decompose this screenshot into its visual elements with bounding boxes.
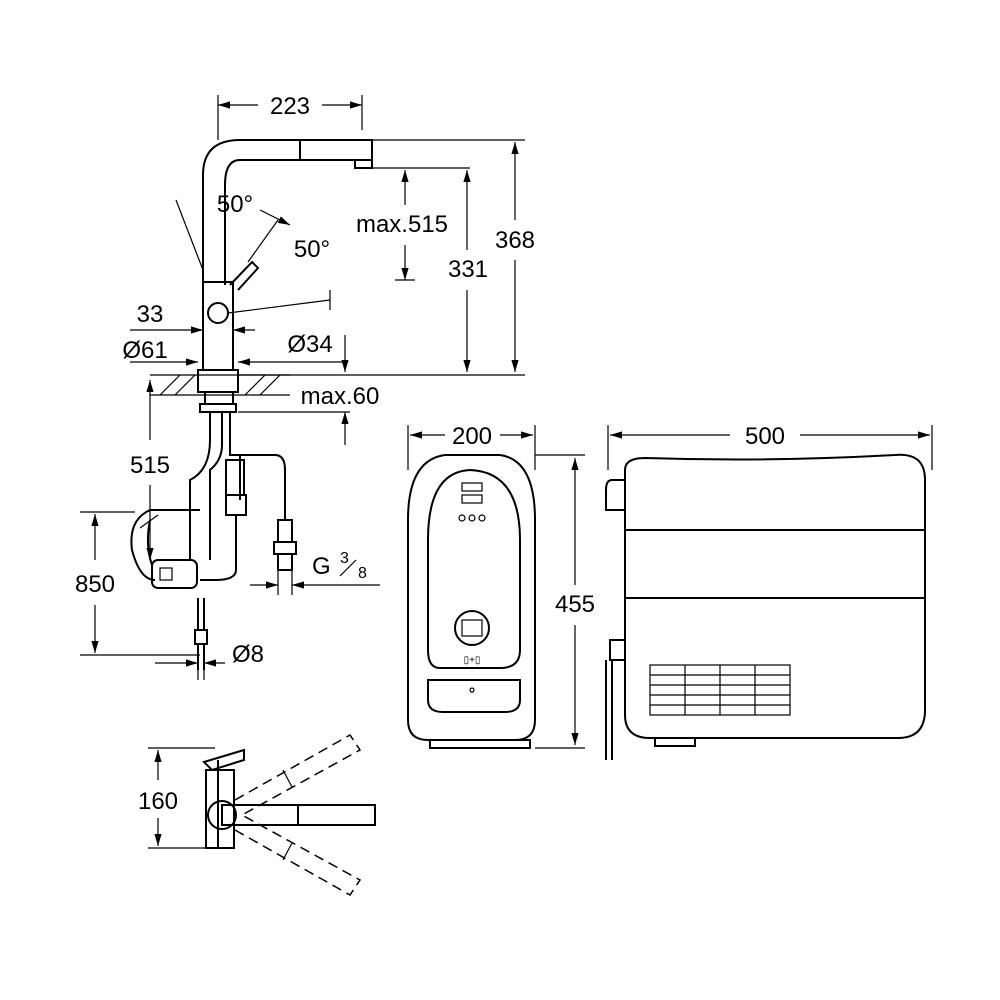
label-thread-den: 8 <box>358 565 367 582</box>
label-455: 455 <box>555 591 595 618</box>
label-thread-num: 3 <box>340 550 349 567</box>
label-dia-61: Ø61 <box>122 337 167 364</box>
label-angle-right: 50° <box>294 236 330 263</box>
label-angle-left: 50° <box>217 191 253 218</box>
unit-front-dimension-lines <box>407 425 585 749</box>
label-200: 200 <box>452 423 492 450</box>
unit-side-dimension-lines <box>607 425 933 470</box>
unit-front-view: ▯+▯ <box>407 454 536 749</box>
label-368: 368 <box>495 227 535 254</box>
label-331: 331 <box>448 256 488 283</box>
label-500: 500 <box>745 423 785 450</box>
label-dia-34: Ø34 <box>287 331 332 358</box>
label-dia-8: Ø8 <box>232 641 264 668</box>
vent-grille <box>649 664 791 716</box>
faucet-dimension-lines <box>80 95 525 680</box>
faucet-top-view <box>202 734 376 896</box>
label-33: 33 <box>137 301 164 328</box>
unit-side-view <box>605 453 926 760</box>
label-thread-g: G <box>312 553 331 580</box>
label-850: 850 <box>75 571 115 598</box>
label-max-515: max.515 <box>356 211 448 238</box>
label-hose-515: 515 <box>130 452 170 479</box>
label-223: 223 <box>270 93 310 120</box>
label-max-60: max.60 <box>301 383 380 410</box>
glass-icons: ▯+▯ <box>464 655 481 666</box>
top-view-dimension-lines <box>148 747 215 849</box>
label-160: 160 <box>138 788 178 815</box>
